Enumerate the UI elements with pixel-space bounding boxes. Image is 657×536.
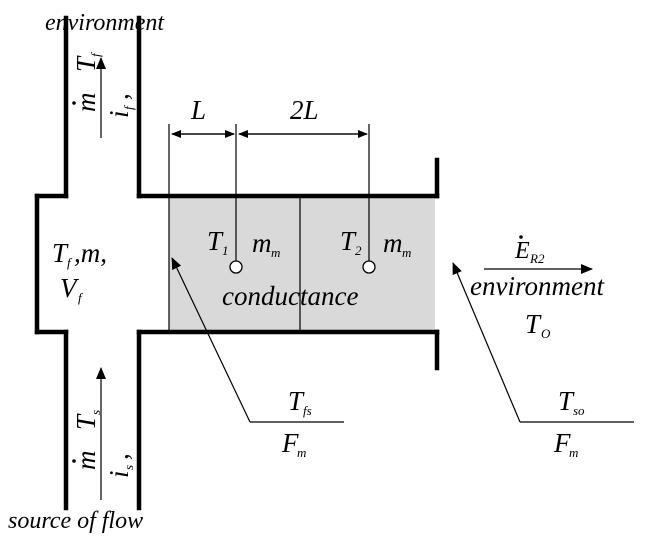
svg-text:m: m: [297, 445, 306, 460]
environment-right-label: environment: [470, 271, 605, 301]
svg-text:fs: fs: [303, 403, 312, 418]
sensor-point-1: [229, 260, 243, 274]
fs-pointer-line: [171, 257, 251, 423]
svg-text:E: E: [514, 238, 530, 264]
conductance-label: conductance: [222, 281, 358, 311]
svg-text:T: T: [71, 55, 101, 72]
svg-text:F: F: [281, 428, 299, 458]
svg-text:i: i: [104, 470, 134, 478]
node-1-labels: T 1 m m: [207, 226, 280, 260]
svg-text:m: m: [71, 93, 101, 113]
bottom-flow-labels: m T s: [71, 410, 103, 470]
svg-text:R2: R2: [529, 251, 545, 266]
svg-text:F: F: [553, 428, 571, 458]
svg-text:m: m: [252, 228, 272, 258]
svg-text:O: O: [541, 326, 551, 341]
tank-labels: T f ,m, V f: [52, 238, 107, 305]
fs-surface-labels: T fs F m: [281, 386, 312, 460]
bottom-flow-enthalpy: i s ,: [104, 453, 136, 478]
svg-text:V: V: [60, 273, 80, 303]
svg-text:,: ,: [104, 93, 134, 100]
node-2-labels: T 2 m m: [340, 226, 411, 260]
svg-text:T: T: [525, 309, 542, 339]
svg-text:so: so: [573, 403, 585, 418]
top-flow-labels: m T f: [71, 51, 103, 112]
ambient-temperature-label: T O: [525, 309, 551, 341]
svg-text:m: m: [402, 245, 411, 260]
dim-2L-label: 2L: [290, 95, 319, 125]
svg-text:,m,: ,m,: [74, 238, 107, 268]
svg-text:s: s: [88, 410, 103, 415]
so-surface-labels: T so F m: [553, 386, 585, 460]
conductance-block: [169, 196, 435, 332]
svg-text:m: m: [383, 228, 403, 258]
svg-text:f: f: [121, 104, 136, 110]
svg-text:T: T: [340, 226, 357, 256]
sensor-point-2: [362, 260, 376, 274]
svg-text:T: T: [288, 386, 305, 416]
svg-text:m: m: [569, 445, 578, 460]
energy-loss-label: E R2: [514, 235, 545, 266]
svg-text:T: T: [558, 386, 575, 416]
svg-text:f: f: [88, 51, 103, 57]
svg-text:,: ,: [104, 453, 134, 460]
dim-L-label: L: [190, 95, 206, 125]
svg-text:f: f: [67, 255, 73, 270]
svg-text:T: T: [207, 226, 224, 256]
top-flow-enthalpy: i f ,: [104, 93, 136, 118]
svg-text:f: f: [78, 290, 84, 305]
svg-text:T: T: [52, 238, 69, 268]
svg-text:m: m: [271, 245, 280, 260]
svg-text:1: 1: [222, 243, 229, 258]
svg-text:s: s: [121, 465, 136, 470]
source-of-flow-label: source of flow: [8, 508, 143, 534]
so-pointer-line: [452, 262, 521, 423]
svg-text:2: 2: [355, 243, 362, 258]
dimension-lines: [168, 124, 370, 262]
environment-top-label: environment: [45, 10, 165, 36]
svg-text:m: m: [71, 451, 101, 471]
walls: [34, 15, 440, 511]
svg-text:i: i: [104, 110, 134, 118]
svg-text:T: T: [71, 413, 101, 430]
